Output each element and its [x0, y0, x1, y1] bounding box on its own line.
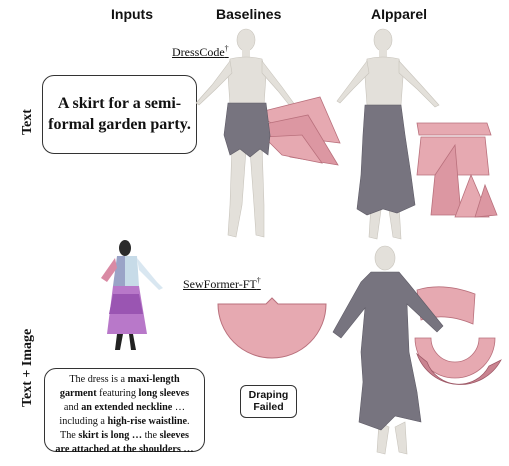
baseline-ref-sewformer: SewFormer-FT† — [183, 276, 261, 292]
mannequin-aipparel-2 — [374, 245, 408, 455]
dagger-marker: † — [224, 44, 229, 53]
prompt-segment: high-rise waistline — [107, 416, 188, 427]
text-prompt-line-2: formal garden party. — [48, 116, 191, 133]
header-aipparel: AIpparel — [371, 6, 428, 22]
baseline-patterns-1 — [255, 96, 341, 166]
aipparel-patterns-2 — [414, 286, 502, 385]
prompt-segment: … — [172, 402, 186, 413]
prompt-segment: long sleeves — [138, 388, 190, 399]
aipparel-skirt-1 — [356, 104, 416, 216]
prompt-line-1: The dress is a maxi-length — [45, 373, 204, 387]
prompt-segment: featuring — [96, 388, 139, 399]
prompt-segment: garment — [59, 388, 97, 399]
prompt-segment: . — [187, 416, 190, 427]
prompt-segment: and — [63, 402, 82, 413]
prompt-segment: the — [142, 430, 160, 441]
aipparel-dress-2 — [332, 271, 444, 431]
baseline-ref-dresscode: DressCode† — [172, 44, 229, 60]
prompt-segment: are attached at the shoulders … — [55, 444, 194, 455]
draping-failed-line-1: Draping — [248, 389, 289, 401]
text-prompt-box: A skirt for a semi- formal garden party. — [42, 75, 197, 154]
dagger-marker-2: † — [256, 276, 261, 285]
baseline-ref-sewformer-name: SewFormer-FT — [183, 277, 257, 291]
baseline-pattern-row2 — [217, 297, 327, 359]
prompt-line-3: and an extended neckline … — [45, 401, 204, 415]
prompt-line-5: The skirt is long … the sleeves — [45, 429, 204, 443]
prompt-line-2: garment featuring long sleeves — [45, 387, 204, 401]
aipparel-patterns-1 — [416, 122, 498, 218]
input-dress-image — [101, 240, 163, 350]
baseline-skirt-1 — [223, 102, 271, 158]
text-prompt-line-1: A skirt for a semi- — [57, 95, 182, 112]
prompt-segment: including a — [59, 416, 108, 427]
draping-failed-line-2: Failed — [253, 401, 284, 413]
prompt-segment: The dress is a — [69, 374, 128, 385]
header-inputs: Inputs — [111, 6, 153, 22]
baseline-render-row1 — [195, 28, 341, 238]
header-baselines: Baselines — [216, 6, 282, 22]
baseline-ref-dresscode-name: DressCode — [172, 45, 225, 59]
prompt-segment: sleeves — [159, 430, 190, 441]
aipparel-render-row1 — [336, 28, 498, 240]
mannequin-baseline-1 — [195, 28, 299, 238]
prompt-segment: The — [59, 430, 79, 441]
prompt-line-6: are attached at the shoulders … — [45, 443, 204, 457]
prompt-line-4: including a high-rise waistline. — [45, 415, 204, 429]
prompt-segment: skirt is long … — [78, 430, 143, 441]
draping-failed-badge: Draping Failed — [240, 385, 297, 418]
row-label-text-image: Text + Image — [20, 328, 35, 407]
aipparel-render-row2 — [332, 245, 502, 455]
prompt-segment: an extended neckline — [81, 402, 173, 413]
row-label-text: Text — [20, 109, 35, 135]
prompt-segment: maxi-length — [127, 374, 180, 385]
